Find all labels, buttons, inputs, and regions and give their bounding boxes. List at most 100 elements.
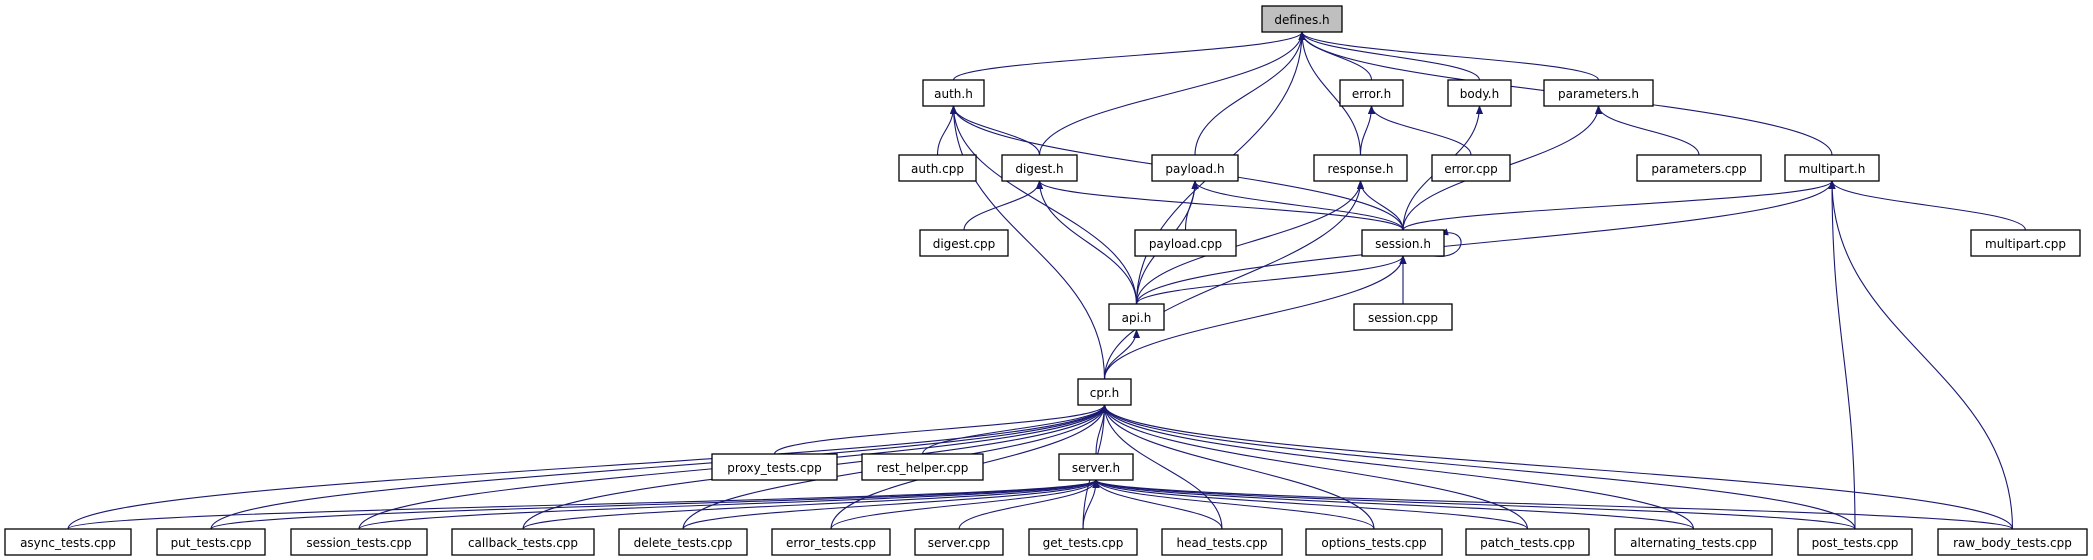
node-digest-cpp[interactable]: digest.cpp	[919, 229, 1009, 257]
node-session-h[interactable]: session.h	[1361, 229, 1445, 257]
edge-raw-body-tests-cpp-to-multipart-h	[1828, 180, 2014, 530]
node-box	[861, 453, 984, 481]
node-options-tests-cpp[interactable]: options_tests.cpp	[1305, 528, 1443, 556]
edge-head-tests-cpp-to-server-h	[1092, 479, 1223, 530]
node-label: delete_tests.cpp	[634, 536, 733, 550]
node-delete-tests-cpp[interactable]: delete_tests.cpp	[618, 528, 748, 556]
node-label: error_tests.cpp	[786, 536, 876, 550]
node-box	[1305, 528, 1443, 556]
node-box	[914, 528, 1004, 556]
node-label: post_tests.cpp	[1812, 536, 1899, 550]
node-box	[290, 528, 428, 556]
node-box	[156, 528, 266, 556]
node-label: server.cpp	[928, 536, 991, 550]
node-label: defines.h	[1274, 13, 1329, 27]
edge-api-h-to-response-h	[1135, 180, 1365, 305]
node-label: parameters.h	[1558, 87, 1639, 101]
edge-options-tests-cpp-to-server-h	[1092, 479, 1375, 530]
node-error-h[interactable]: error.h	[1339, 79, 1404, 107]
node-rest-helper-cpp[interactable]: rest_helper.cpp	[861, 453, 984, 481]
node-cpr-h[interactable]: cpr.h	[1077, 378, 1132, 406]
node-label: session.cpp	[1368, 311, 1438, 325]
node-alternating-tests-cpp[interactable]: alternating_tests.cpp	[1614, 528, 1773, 556]
node-body-h[interactable]: body.h	[1447, 79, 1512, 107]
node-box	[1937, 528, 2088, 556]
node-label: get_tests.cpp	[1043, 536, 1124, 550]
edge-error-h-to-defines-h	[1298, 31, 1373, 81]
node-payload-cpp[interactable]: payload.cpp	[1134, 229, 1237, 257]
node-label: auth.h	[934, 87, 973, 101]
node-patch-tests-cpp[interactable]: patch_tests.cpp	[1465, 528, 1590, 556]
node-auth-cpp[interactable]: auth.cpp	[898, 154, 977, 182]
node-payload-h[interactable]: payload.h	[1151, 154, 1239, 182]
node-server-h[interactable]: server.h	[1058, 453, 1134, 481]
node-label: error.cpp	[1444, 162, 1498, 176]
node-multipart-h[interactable]: multipart.h	[1784, 154, 1880, 182]
edge-multipart-cpp-to-multipart-h	[1828, 180, 2027, 231]
node-error-cpp[interactable]: error.cpp	[1431, 154, 1511, 182]
node-box	[1543, 79, 1654, 107]
node-label: body.h	[1460, 87, 1499, 101]
node-response-h[interactable]: response.h	[1313, 154, 1408, 182]
edge-options-tests-cpp-to-cpr-h	[1100, 404, 1375, 530]
node-api-h[interactable]: api.h	[1108, 303, 1165, 331]
edge-rest-helper-cpp-to-cpr-h	[921, 404, 1109, 455]
edge-head-tests-cpp-to-cpr-h	[1100, 404, 1223, 530]
node-head-tests-cpp[interactable]: head_tests.cpp	[1161, 528, 1283, 556]
node-box	[1108, 303, 1165, 331]
edge-session-h-to-digest-h	[1036, 180, 1404, 231]
node-box	[898, 154, 977, 182]
edge-parameters-cpp-to-parameters-h	[1594, 105, 1700, 156]
node-label: server.h	[1072, 461, 1120, 475]
edge-proxy-tests-cpp-to-cpr-h	[773, 404, 1108, 455]
edge-async-tests-cpp-to-cpr-h	[67, 404, 1108, 530]
node-raw-body-tests-cpp[interactable]: raw_body_tests.cpp	[1937, 528, 2088, 556]
edge-cpr-h-to-auth-h	[949, 105, 1106, 380]
node-box	[1431, 154, 1511, 182]
node-label: options_tests.cpp	[1321, 536, 1426, 550]
node-async-tests-cpp[interactable]: async_tests.cpp	[4, 528, 132, 556]
node-label: digest.h	[1015, 162, 1063, 176]
edge-raw-body-tests-cpp-to-server-h	[1092, 479, 2014, 530]
node-session-cpp[interactable]: session.cpp	[1353, 303, 1453, 331]
node-label: cpr.h	[1090, 386, 1119, 400]
node-put-tests-cpp[interactable]: put_tests.cpp	[156, 528, 266, 556]
node-label: api.h	[1122, 311, 1152, 325]
node-label: multipart.cpp	[1985, 237, 2066, 251]
node-label: auth.cpp	[911, 162, 964, 176]
edge-error-tests-cpp-to-server-h	[830, 479, 1100, 530]
node-error-tests-cpp[interactable]: error_tests.cpp	[771, 528, 891, 556]
node-box	[1339, 79, 1404, 107]
node-label: rest_helper.cpp	[877, 461, 969, 475]
edge-auth-cpp-to-auth-h	[936, 105, 958, 156]
edge-api-h-to-digest-h	[1035, 180, 1138, 305]
node-multipart-cpp[interactable]: multipart.cpp	[1970, 229, 2081, 257]
edge-digest-h-to-auth-h	[949, 105, 1041, 156]
edge-post-tests-cpp-to-multipart-h	[1828, 180, 1856, 530]
edge-patch-tests-cpp-to-cpr-h	[1100, 404, 1529, 530]
node-server-cpp[interactable]: server.cpp	[914, 528, 1004, 556]
node-box	[1161, 528, 1283, 556]
edge-post-tests-cpp-to-server-h	[1092, 479, 1856, 530]
node-get-tests-cpp[interactable]: get_tests.cpp	[1028, 528, 1138, 556]
edge-error-cpp-to-error-h	[1367, 105, 1472, 156]
node-callback-tests-cpp[interactable]: callback_tests.cpp	[451, 528, 595, 556]
node-box	[919, 229, 1009, 257]
node-session-tests-cpp[interactable]: session_tests.cpp	[290, 528, 428, 556]
node-auth-h[interactable]: auth.h	[922, 79, 985, 107]
node-defines-h[interactable]: defines.h	[1261, 5, 1343, 33]
node-box	[1361, 229, 1445, 257]
node-box	[1028, 528, 1138, 556]
node-proxy-tests-cpp[interactable]: proxy_tests.cpp	[711, 453, 838, 481]
node-label: session.h	[1375, 237, 1431, 251]
node-label: payload.h	[1165, 162, 1224, 176]
node-parameters-h[interactable]: parameters.h	[1543, 79, 1654, 107]
node-digest-h[interactable]: digest.h	[1001, 154, 1078, 182]
node-label: raw_body_tests.cpp	[1953, 536, 2072, 550]
node-label: response.h	[1328, 162, 1394, 176]
edge-cpr-h-to-session-h	[1103, 255, 1407, 380]
node-box	[1313, 154, 1408, 182]
node-post-tests-cpp[interactable]: post_tests.cpp	[1797, 528, 1913, 556]
node-parameters-cpp[interactable]: parameters.cpp	[1636, 154, 1762, 182]
